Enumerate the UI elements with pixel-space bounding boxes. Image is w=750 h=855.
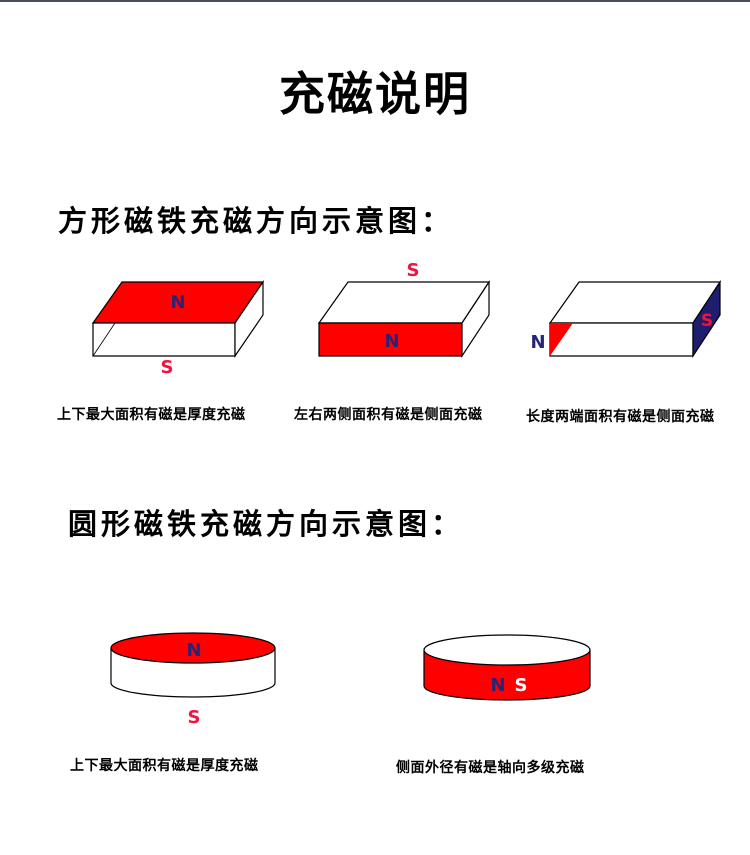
- rect-magnet-length: N S: [530, 279, 722, 359]
- end-face-south: [692, 279, 721, 359]
- top-face-north: [110, 632, 276, 664]
- top-face: [317, 281, 491, 324]
- north-label: N: [170, 292, 185, 313]
- south-label: S: [701, 311, 713, 331]
- south-label: S: [188, 707, 201, 728]
- front-face: [92, 322, 236, 357]
- rect-section-heading: 方形磁铁充磁方向示意图：: [58, 204, 455, 238]
- north-label: N: [186, 640, 201, 661]
- rect-caption-2: 左右两侧面积有磁是侧面充磁: [294, 407, 483, 423]
- south-label: S: [515, 675, 528, 696]
- round-caption-2: 侧面外径有磁是轴向多级充磁: [396, 760, 585, 776]
- page-title: 充磁说明: [279, 67, 471, 121]
- round-caption-1: 上下最大面积有磁是厚度充磁: [70, 758, 259, 774]
- round-section-heading: 圆形磁铁充磁方向示意图：: [68, 507, 465, 541]
- side-face: [461, 279, 490, 359]
- top-border: [0, 0, 750, 2]
- front-face: [549, 322, 694, 357]
- north-label: N: [384, 331, 399, 352]
- top-face: [548, 281, 722, 324]
- rect-magnet-side: S N: [317, 260, 491, 359]
- south-label: S: [407, 260, 420, 281]
- end-face-north: [550, 323, 573, 356]
- rect-caption-3: 长度两端面积有磁是侧面充磁: [526, 409, 715, 425]
- rect-caption-1: 上下最大面积有磁是厚度充磁: [57, 407, 246, 423]
- south-label: S: [161, 357, 174, 378]
- side-face: [234, 280, 264, 358]
- round-magnet-axial-multipole: N S: [423, 634, 591, 701]
- rect-magnet-thickness: N S: [91, 280, 265, 378]
- north-label: N: [530, 332, 545, 353]
- top-face: [423, 634, 591, 666]
- hidden-edge: [92, 322, 116, 357]
- north-label: N: [490, 675, 505, 696]
- round-magnet-thickness: N S: [110, 632, 276, 728]
